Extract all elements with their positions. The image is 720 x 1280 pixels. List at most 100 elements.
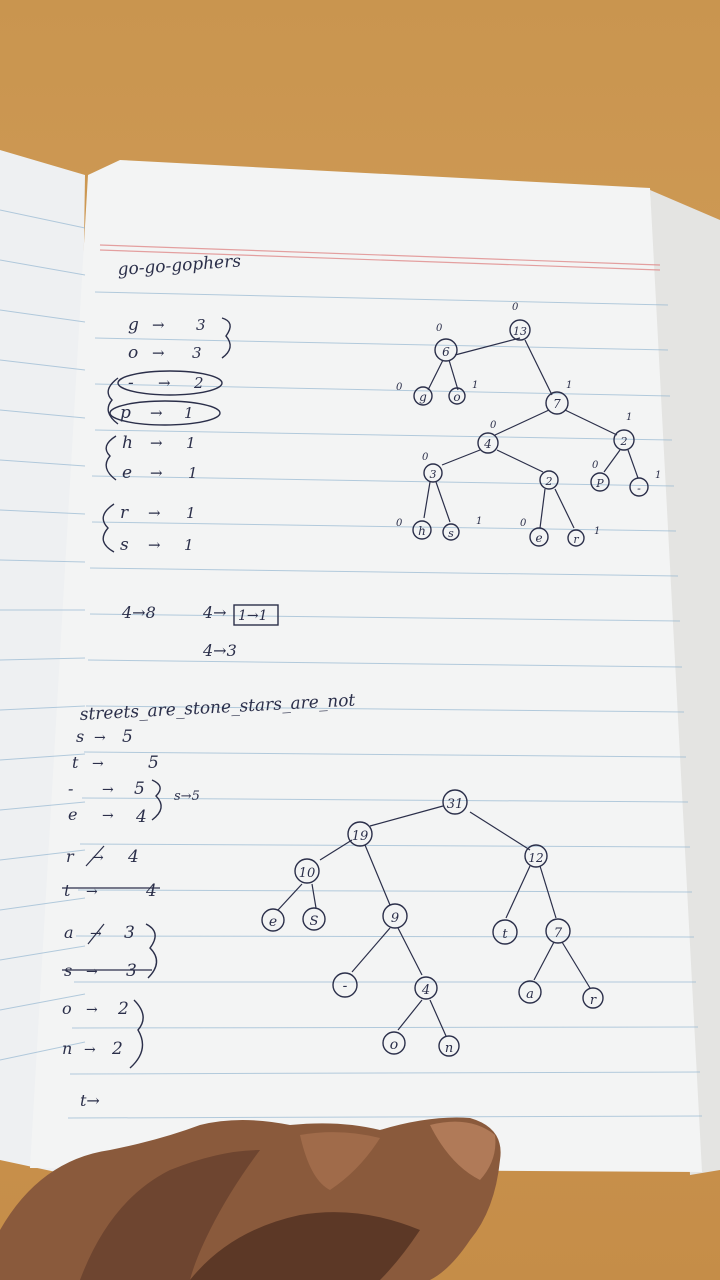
svg-text:→: → bbox=[86, 884, 98, 900]
tree1-node-2a: 2 bbox=[545, 475, 553, 488]
freq-char: o bbox=[62, 999, 72, 1018]
freq-count: 5 bbox=[134, 779, 145, 799]
svg-text:→: → bbox=[102, 808, 114, 824]
tree1-leaf-s: s bbox=[448, 527, 454, 540]
freq-char: t bbox=[64, 881, 71, 900]
freq-count: 5 bbox=[148, 753, 159, 773]
side-notes-1: 4→8 4→ 1→1 4→3 bbox=[121, 603, 279, 660]
freq-char: h bbox=[122, 433, 133, 453]
freq-count: 1 bbox=[188, 464, 198, 482]
freq-char: n bbox=[62, 1039, 72, 1058]
tree2-leaf-a: a bbox=[526, 987, 534, 1002]
tree1-edge-0: 0 bbox=[396, 518, 403, 529]
tree1-node-6: 6 bbox=[442, 345, 450, 359]
freq-table-1: g → 3 o → 3 - → 2 p → 1 h → 1 e → 1 r → … bbox=[102, 315, 231, 555]
freq-char: r bbox=[66, 847, 75, 866]
tree1-edge-1: 1 bbox=[472, 380, 478, 391]
tree1-leaf-o: o bbox=[453, 390, 460, 404]
tree2-node-4: 4 bbox=[421, 983, 430, 998]
note-4-to: 4→ bbox=[202, 603, 227, 622]
freq-count: 3 bbox=[196, 316, 206, 334]
svg-text:→: → bbox=[150, 464, 163, 482]
freq-count: 2 bbox=[117, 999, 129, 1019]
right-page bbox=[30, 160, 702, 1172]
freq-count: 2 bbox=[193, 374, 204, 392]
svg-text:→: → bbox=[150, 434, 163, 452]
freq-table-2: s → 5 t → 5 - → 5 s→5 e → 4 r → 4 t → 4 … bbox=[62, 727, 200, 1110]
tree1-edge-0: 0 bbox=[422, 452, 429, 463]
svg-text:→: → bbox=[158, 374, 171, 392]
freq-count: 5 bbox=[122, 727, 133, 747]
last-entry: t→ bbox=[80, 1091, 100, 1110]
tree1-leaf-p: P bbox=[595, 477, 604, 490]
tree2-leaf-r: r bbox=[590, 993, 597, 1008]
tree2-leaf-e: e bbox=[269, 914, 277, 930]
svg-text:→: → bbox=[86, 964, 98, 980]
freq-count: 3 bbox=[124, 923, 135, 943]
svg-text:→: → bbox=[86, 1002, 98, 1018]
hand-photo-foreground bbox=[0, 1117, 501, 1280]
tree1-node-7: 7 bbox=[553, 397, 561, 411]
tree2-leaf-t: t bbox=[502, 927, 508, 942]
freq-char: e bbox=[122, 463, 132, 483]
tree1-edge-1: 1 bbox=[476, 516, 482, 527]
tree1-edge-1: 1 bbox=[566, 380, 572, 391]
freq-count: 1 bbox=[186, 434, 196, 452]
svg-text:→: → bbox=[152, 344, 165, 362]
freq-char: e bbox=[68, 805, 77, 824]
tree1-leaf-e: e bbox=[535, 531, 542, 545]
freq-char: p bbox=[120, 403, 131, 423]
tree1-edge-0: 0 bbox=[592, 460, 599, 471]
freq-char: g bbox=[128, 315, 139, 335]
tree2-leaf-s: S bbox=[310, 914, 319, 929]
tree1-edge-1: 1 bbox=[655, 470, 661, 481]
tree1-node-4: 4 bbox=[483, 437, 492, 451]
svg-text:→: → bbox=[148, 504, 161, 522]
freq-char: - bbox=[68, 779, 73, 798]
freq-char: o bbox=[128, 343, 138, 363]
tree2-leaf-o: o bbox=[390, 1037, 398, 1053]
svg-text:→: → bbox=[152, 316, 165, 334]
huffman-tree-1: 13 0 6 0 g 0 o 1 7 1 4 0 3 0 h 0 s 1 2 e… bbox=[396, 302, 661, 547]
freq-count: 2 bbox=[111, 1039, 123, 1059]
freq-char: t bbox=[72, 753, 79, 772]
note-4-8: 4→8 bbox=[121, 603, 156, 622]
freq-count: 1 bbox=[184, 404, 194, 422]
page-stack bbox=[650, 190, 720, 1175]
freq-count: 1 bbox=[184, 536, 194, 554]
tree1-leaf-g: g bbox=[419, 390, 427, 404]
freq-char: s bbox=[76, 727, 84, 746]
huffman-tree-2: 31 19 12 10 e S 9 - 4 o n t 7 a r bbox=[261, 789, 604, 1057]
freq-count: 4 bbox=[127, 847, 139, 867]
tree2-root: 31 bbox=[447, 797, 464, 812]
tree1-leaf-dash: - bbox=[637, 482, 641, 495]
tree1-node-2b: 2 bbox=[620, 435, 628, 448]
freq-count: 1 bbox=[186, 504, 196, 522]
tree1-edge-0: 0 bbox=[396, 382, 403, 393]
tree2-node-12: 12 bbox=[528, 851, 543, 865]
svg-text:→: → bbox=[148, 536, 161, 554]
svg-text:→: → bbox=[94, 730, 106, 746]
svg-text:→: → bbox=[102, 782, 114, 798]
tree2-node-7: 7 bbox=[554, 926, 563, 941]
tree1-edge-1: 1 bbox=[626, 412, 632, 423]
note-4-3: 4→3 bbox=[202, 641, 237, 660]
freq-count: 4 bbox=[145, 881, 157, 901]
freq-char: s bbox=[120, 535, 129, 555]
freq-char: r bbox=[120, 503, 129, 523]
tree1-edge-0: 0 bbox=[520, 518, 527, 529]
svg-text:→: → bbox=[92, 850, 104, 866]
svg-text:→: → bbox=[84, 1042, 96, 1058]
svg-text:→: → bbox=[150, 404, 163, 422]
tree1-edge-0: 0 bbox=[512, 302, 519, 313]
tree2-leaf-n: n bbox=[445, 1041, 453, 1056]
tree2-node-10: 10 bbox=[299, 866, 316, 881]
tree1-edge-0: 0 bbox=[436, 323, 443, 334]
freq-char: - bbox=[128, 373, 134, 393]
tree1-node-3: 3 bbox=[430, 468, 437, 481]
tree2-leaf-dash: - bbox=[343, 978, 348, 994]
note-boxed: 1→1 bbox=[238, 608, 268, 624]
freq-count: 3 bbox=[192, 344, 202, 362]
tree2-node-9: 9 bbox=[391, 911, 399, 926]
